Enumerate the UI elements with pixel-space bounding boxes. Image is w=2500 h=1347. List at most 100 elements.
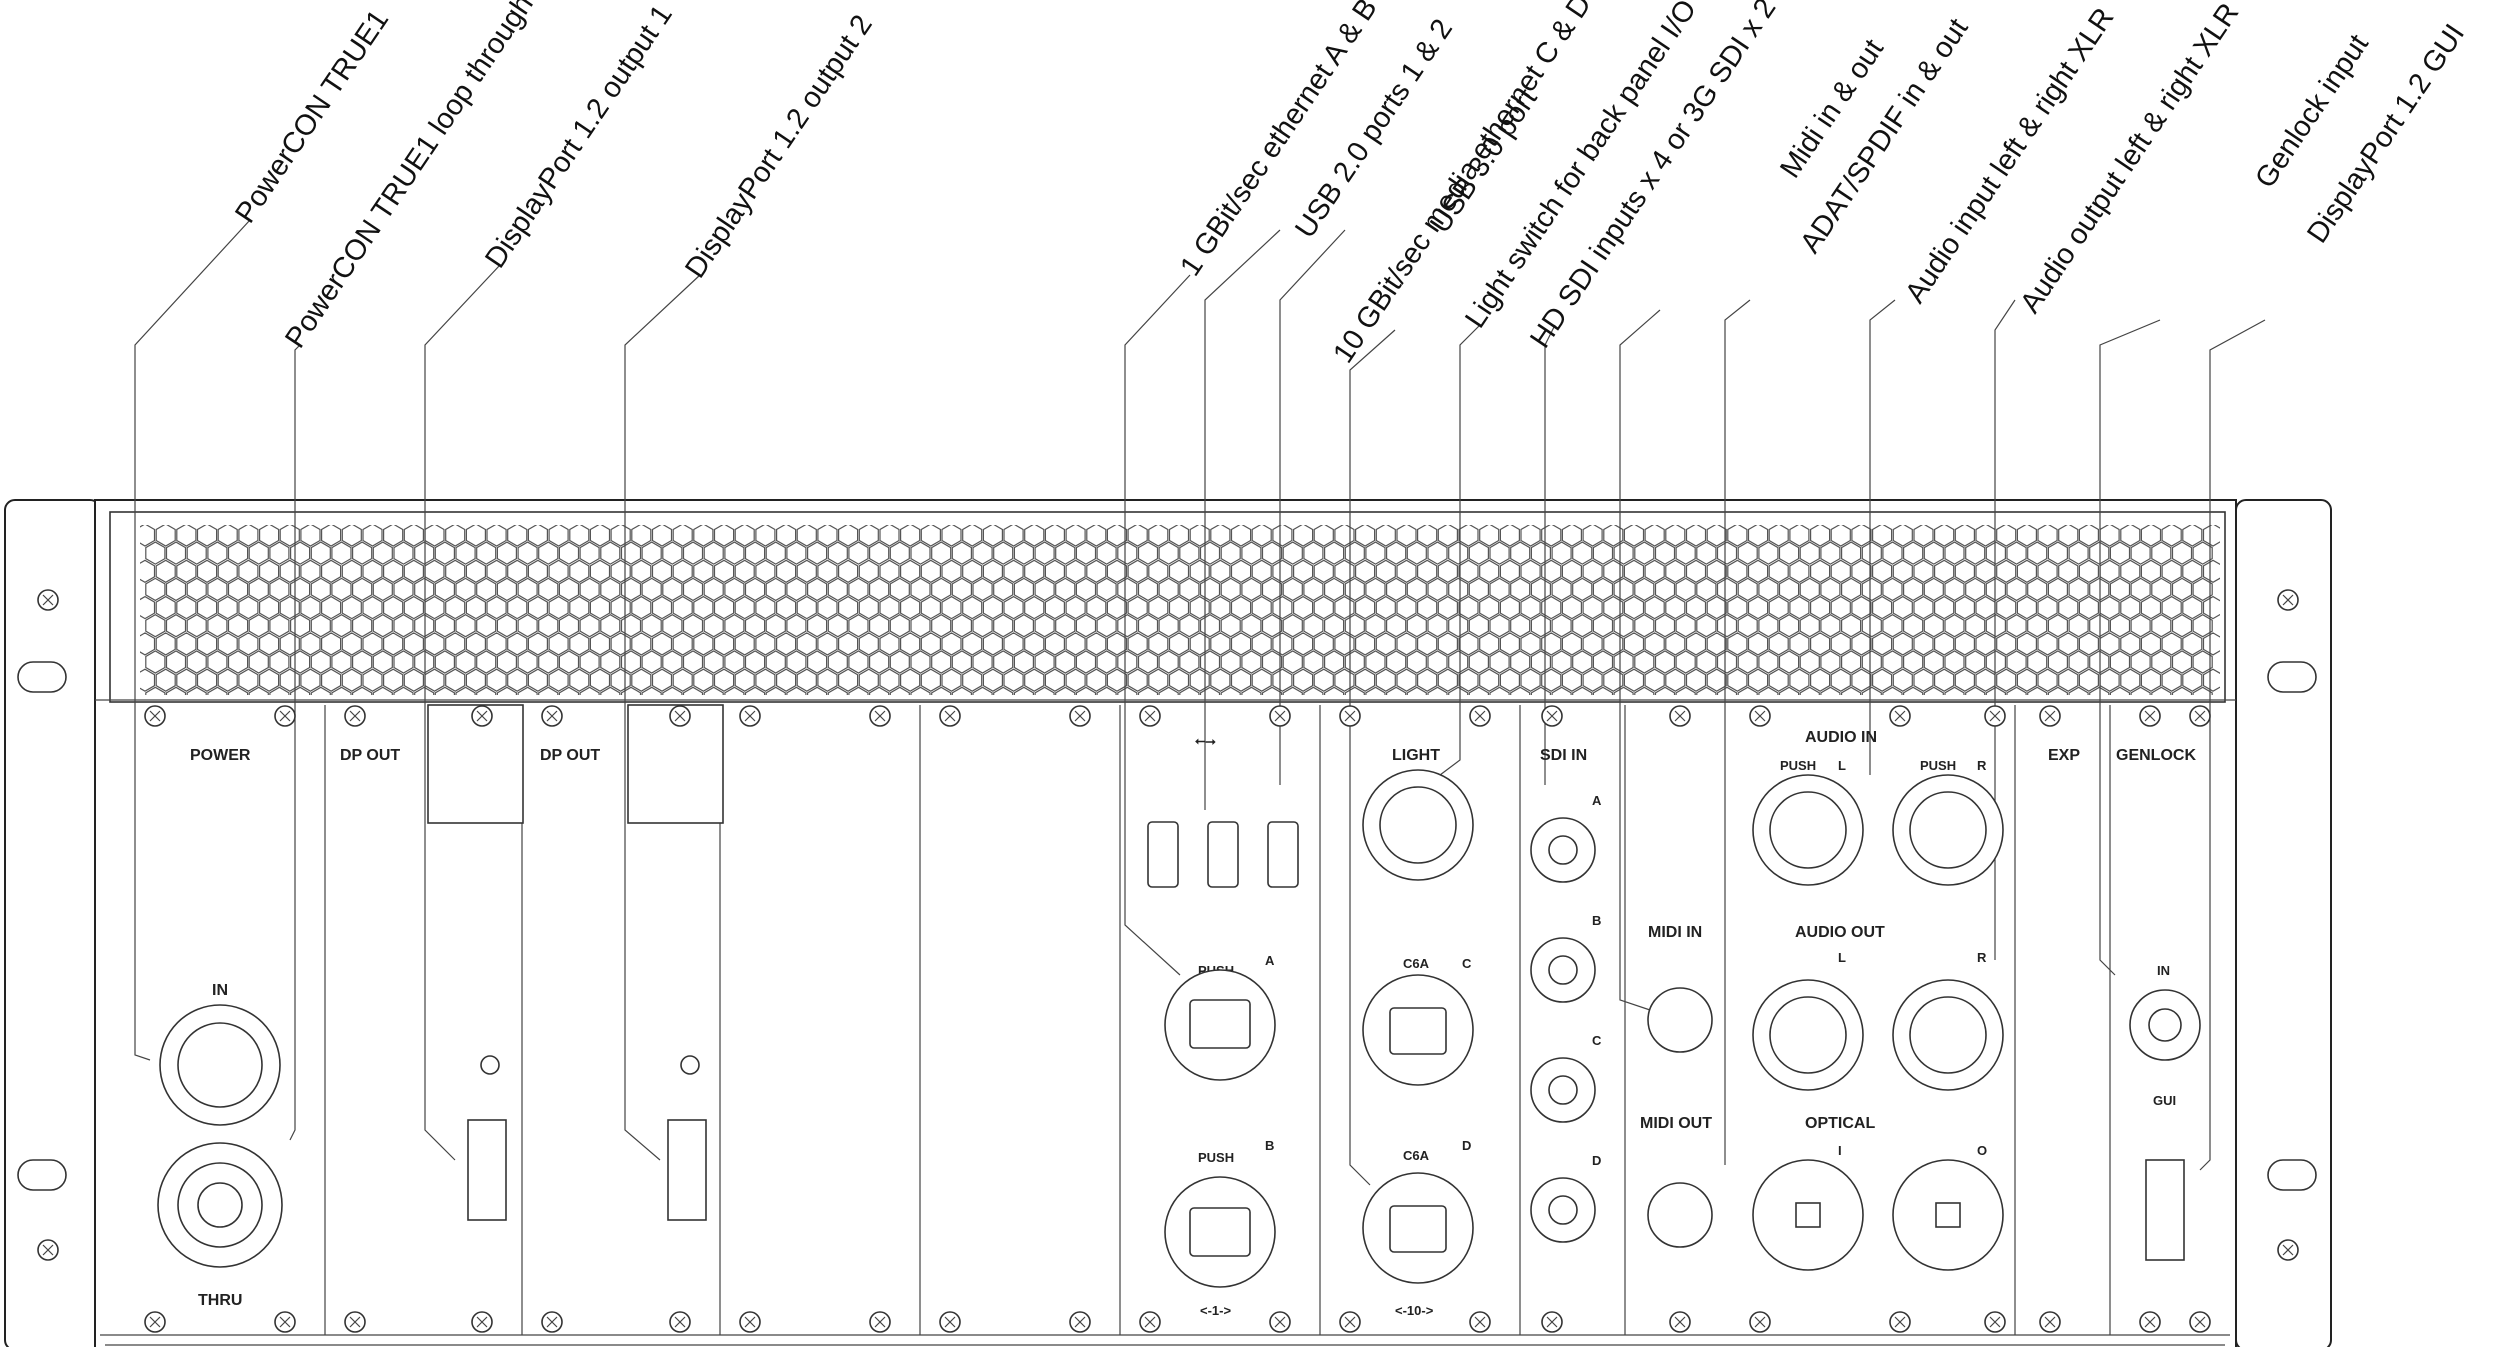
vent-hole bbox=[341, 559, 362, 583]
vent-hole bbox=[610, 668, 631, 692]
vent-hole bbox=[1902, 686, 1924, 695]
vent-hole bbox=[1406, 686, 1427, 695]
optical-out-label: O bbox=[1977, 1143, 1987, 1158]
eth-c-label: C bbox=[1462, 956, 1472, 971]
screw-slot bbox=[2194, 710, 2206, 722]
audio-in-label: AUDIO IN bbox=[1805, 729, 1877, 746]
vent-hole bbox=[1541, 632, 1562, 656]
vent-hole bbox=[951, 614, 973, 638]
vent-hole bbox=[2089, 541, 2110, 565]
vent-hole bbox=[1747, 595, 1769, 620]
vent-hole bbox=[1055, 541, 1076, 565]
vent-hole bbox=[1882, 614, 1903, 638]
usb-port-1[interactable] bbox=[1147, 821, 1179, 888]
vent-hole bbox=[1344, 541, 1365, 565]
vent-hole bbox=[1489, 614, 1510, 638]
vent-hole bbox=[196, 559, 218, 583]
vent-hole bbox=[517, 577, 538, 602]
audio-in-l-push-label: PUSH bbox=[1780, 758, 1816, 773]
vent-hole bbox=[651, 632, 673, 656]
vent-hole bbox=[589, 668, 611, 692]
vent-hole bbox=[1799, 614, 1820, 638]
vent-hole bbox=[879, 525, 900, 547]
vent-hole bbox=[1168, 559, 1190, 583]
vent-hole bbox=[300, 632, 321, 656]
usb-port-3[interactable] bbox=[1267, 821, 1299, 888]
vent-hole bbox=[962, 595, 983, 620]
vent-hole bbox=[186, 686, 207, 695]
displayport-gui[interactable] bbox=[2145, 1159, 2185, 1261]
vent-hole bbox=[1044, 632, 1066, 656]
vent-hole bbox=[848, 614, 869, 638]
vent-hole bbox=[806, 686, 828, 695]
displayport-output-1[interactable] bbox=[467, 1119, 507, 1221]
vent-hole bbox=[455, 650, 476, 674]
vent-hole bbox=[1696, 650, 1717, 674]
vent-hole bbox=[2047, 650, 2068, 674]
vent-hole bbox=[1954, 668, 1976, 692]
vent-hole bbox=[589, 559, 611, 583]
vent-hole bbox=[1913, 632, 1934, 656]
vent-hole bbox=[931, 541, 952, 565]
vent-hole bbox=[1179, 650, 1200, 674]
vent-hole bbox=[1799, 577, 1820, 602]
vent-hole bbox=[682, 686, 704, 695]
vent-hole bbox=[362, 668, 383, 692]
vent-hole bbox=[176, 559, 197, 583]
audio-in-l-label: L bbox=[1838, 758, 1846, 773]
vent-hole bbox=[455, 686, 476, 695]
vent-hole bbox=[1923, 614, 1944, 638]
vent-hole bbox=[2058, 595, 2079, 620]
vent-hole bbox=[620, 541, 642, 565]
vent-hole bbox=[1716, 686, 1738, 695]
displayport-output-2[interactable] bbox=[667, 1119, 707, 1221]
vent-hole bbox=[2182, 632, 2203, 656]
vent-hole bbox=[796, 525, 817, 547]
vent-hole bbox=[941, 525, 962, 547]
vent-hole bbox=[1003, 632, 1024, 656]
vent-hole bbox=[2006, 614, 2027, 638]
vent-hole bbox=[1241, 650, 1262, 674]
vent-hole bbox=[806, 577, 828, 602]
vent-hole bbox=[1024, 632, 1045, 656]
vent-hole bbox=[2140, 668, 2162, 692]
midi-out-port[interactable] bbox=[1647, 1182, 1713, 1248]
vent-hole bbox=[775, 595, 797, 620]
vent-hole bbox=[910, 686, 931, 695]
vent-hole bbox=[1106, 632, 1128, 656]
vent-hole bbox=[383, 525, 404, 547]
dp-out-1-label: DP OUT bbox=[340, 747, 400, 764]
vent-hole bbox=[1561, 632, 1583, 656]
vent-hole bbox=[713, 525, 735, 547]
vent-hole bbox=[321, 525, 342, 547]
vent-hole bbox=[434, 541, 455, 565]
vent-hole bbox=[1592, 541, 1614, 565]
vent-hole bbox=[1261, 686, 1283, 695]
vent-hole bbox=[641, 686, 662, 695]
vent-hole bbox=[1375, 668, 1396, 692]
screw-slot bbox=[1754, 1316, 1766, 1328]
vent-hole bbox=[1489, 541, 1510, 565]
vent-hole bbox=[1117, 541, 1138, 565]
vent-hole bbox=[140, 525, 156, 547]
vent-hole bbox=[2120, 559, 2141, 583]
vent-hole bbox=[755, 595, 776, 620]
vent-hole bbox=[858, 632, 879, 656]
screw-slot bbox=[476, 1316, 488, 1328]
screw-slot bbox=[546, 710, 558, 722]
vent-hole bbox=[248, 614, 269, 638]
vent-hole bbox=[1851, 668, 1872, 692]
vent-hole bbox=[290, 577, 311, 602]
screw-slot bbox=[2144, 710, 2156, 722]
vent-hole bbox=[1106, 525, 1128, 547]
vent-hole bbox=[2027, 541, 2048, 565]
vent-hole bbox=[972, 650, 993, 674]
midi-in-port[interactable] bbox=[1647, 987, 1713, 1053]
vent-hole bbox=[548, 595, 569, 620]
vent-hole bbox=[641, 541, 662, 565]
vent-hole bbox=[600, 541, 621, 565]
vent-hole bbox=[310, 650, 331, 674]
vent-hole bbox=[2120, 595, 2141, 620]
usb-port-2[interactable] bbox=[1207, 821, 1239, 888]
screw-slot bbox=[1274, 710, 1286, 722]
